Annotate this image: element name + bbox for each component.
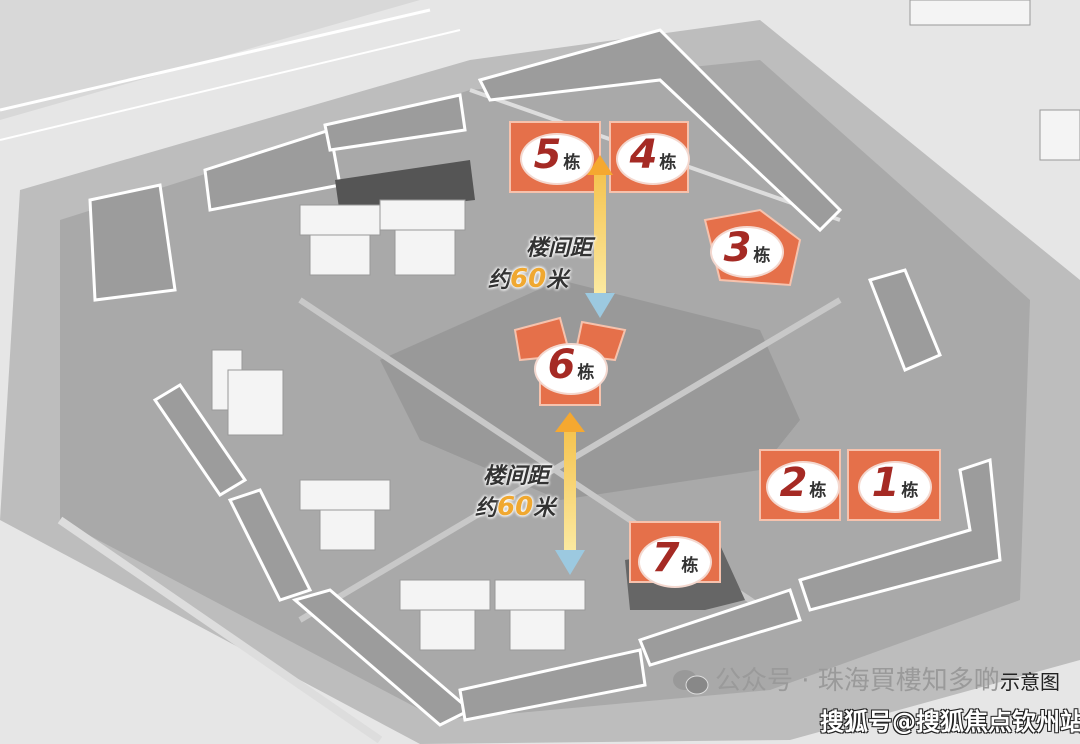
distance-value: 60 <box>497 492 534 522</box>
building-suffix: 栋 <box>901 481 919 501</box>
wechat-icon <box>673 670 709 695</box>
schematic-caption: 示意图 <box>1000 670 1060 694</box>
building-suffix: 栋 <box>659 153 677 173</box>
building-number: 7 <box>651 535 680 581</box>
distance-unit: 米 <box>533 496 556 521</box>
building-number: 5 <box>533 132 562 178</box>
distance-unit: 米 <box>546 268 569 293</box>
building-suffix: 栋 <box>809 481 827 501</box>
building-number: 6 <box>547 342 576 388</box>
wechat-watermark: 公众号 · 珠海買樓知多啲 <box>715 666 1000 696</box>
distance-title: 楼间距 <box>526 236 593 261</box>
distance-label-top: 楼间距 约60米 <box>488 230 593 294</box>
building-suffix: 栋 <box>563 153 581 173</box>
distance-title: 楼间距 <box>483 464 550 489</box>
sohu-watermark: 搜狐号@搜狐焦点钦州站 <box>820 708 1080 736</box>
distance-prefix: 约 <box>488 268 511 293</box>
building-number: 3 <box>723 225 752 271</box>
building-suffix: 栋 <box>681 556 699 576</box>
building-suffix: 栋 <box>577 363 595 383</box>
distance-arrow-top <box>585 155 615 318</box>
distance-label-bottom: 楼间距 约60米 <box>475 458 556 522</box>
distance-value: 60 <box>510 264 547 294</box>
building-number: 1 <box>871 460 900 506</box>
distance-prefix: 约 <box>475 496 498 521</box>
building-number: 4 <box>629 132 658 178</box>
distance-arrow-bottom <box>555 412 585 575</box>
building-suffix: 栋 <box>753 246 771 266</box>
building-number: 2 <box>779 460 808 506</box>
